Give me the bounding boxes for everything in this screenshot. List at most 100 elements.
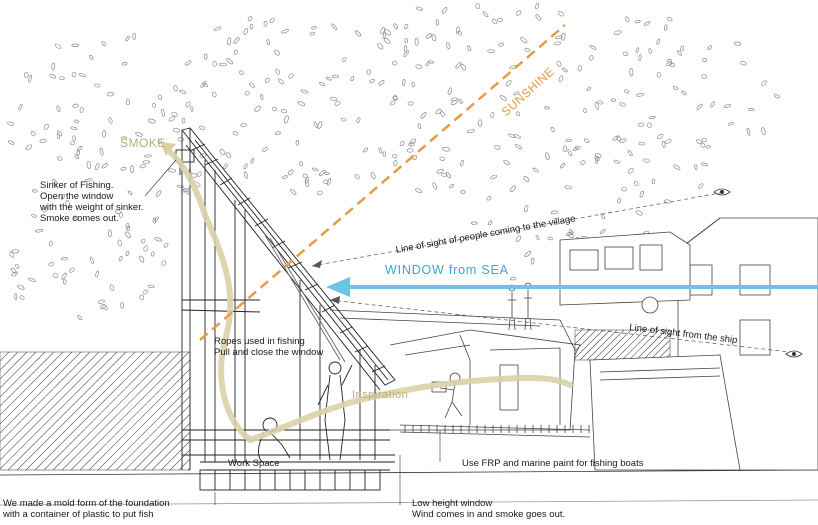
leaf [356,117,361,123]
leaf [414,37,419,46]
inspiration-path [247,374,573,443]
hatch-line [79,359,191,471]
leaf [139,164,147,169]
leaf [57,156,63,161]
leaf [595,157,599,164]
leaf [190,106,194,112]
leaf [467,45,472,52]
leaf [470,221,478,225]
leaf [56,105,61,113]
leaf [48,262,55,267]
leaf [130,165,134,174]
hatch-line [7,351,127,471]
leaf [562,145,567,153]
leaf [233,37,240,44]
leaf [275,68,281,75]
leaf [478,119,483,127]
hatch-line [628,329,660,361]
leaf [319,81,326,87]
leaf [445,42,451,50]
smoke-label: SMOKE [120,136,166,150]
leaf [505,80,512,87]
leaf [219,62,227,67]
leaf [51,62,56,71]
leaf [613,30,622,35]
leaf [327,178,332,186]
hatch-line [621,329,653,361]
hatch-line [70,351,190,471]
leaf [48,240,53,247]
leaf [629,68,634,77]
leaf [118,256,123,262]
leaf [475,3,481,9]
low-window-line: Low height window [412,498,493,509]
leaf [369,78,376,83]
leaf [635,210,643,216]
leaf [199,125,205,130]
leaf [203,53,208,60]
hatch-line [0,351,118,470]
leaf [239,70,244,76]
leaf [435,109,442,115]
leaf [378,80,385,86]
leaf [666,59,673,63]
leaf [35,228,44,233]
leaf [621,187,628,192]
leaf [584,138,590,144]
leaf [340,117,347,122]
leaf [281,29,289,34]
leaf [651,178,656,185]
leaf [70,126,78,130]
hatch-line [0,351,28,380]
hatch-line [52,351,172,471]
leaf [7,121,14,126]
leaf [28,277,36,283]
hatch-line [0,351,37,389]
tree-foliage [7,2,780,321]
leaf [132,32,136,40]
leaf [503,159,510,166]
leaf [117,239,122,247]
leaf [696,103,703,110]
leaf [62,279,67,285]
leaf [513,91,520,96]
work-shed [329,282,591,438]
leaf [200,81,207,88]
leaf [109,284,115,291]
leaf [363,147,368,153]
hatch-line [586,329,618,361]
leaf [697,183,704,189]
leaf [490,174,498,180]
leaf [562,67,568,73]
leaf [89,256,94,264]
foundation-line: with a container of plastic to put fish [3,509,154,520]
leaf [594,101,600,110]
leaf [185,60,192,66]
leaf [635,47,640,53]
leaf [126,225,130,232]
leaf [213,26,222,31]
leaf [600,213,606,220]
sight-line-village-arrow [312,260,322,268]
leaf [249,82,255,88]
leaf [154,216,159,222]
leaf [392,96,398,101]
leaf [10,267,17,274]
leaf [250,158,255,164]
leaf [417,123,422,129]
leaf [147,118,156,124]
leaf [28,74,32,83]
leaf [460,159,464,167]
leaf [43,123,49,130]
leaf [616,135,621,142]
leaf [628,167,634,174]
leaf [72,135,77,141]
leaf [439,156,445,161]
leaf [226,58,234,65]
leaf [662,140,666,148]
leaf [442,146,451,152]
leaf [9,251,15,258]
leaf [171,111,178,117]
leaf [101,163,108,169]
leaf [269,17,275,24]
